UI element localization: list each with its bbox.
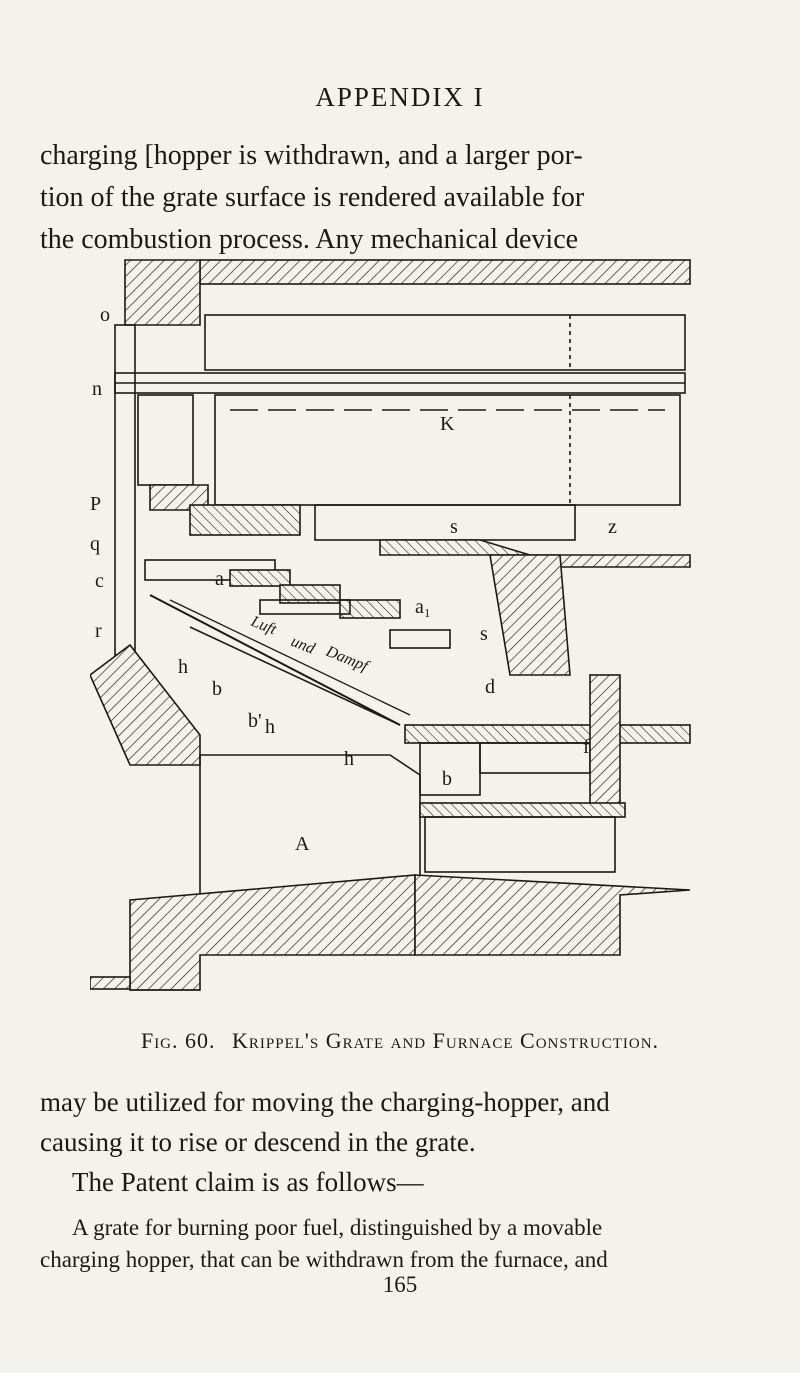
running-head: APPENDIX I xyxy=(315,82,485,112)
label-s2: s xyxy=(480,623,488,645)
text-line: tion of the grate surface is rendered av… xyxy=(40,182,585,213)
furnace-figure: o K n P q c r s z a a₁ s d f h b b' h h … xyxy=(90,255,710,1015)
left-wall-top xyxy=(124,259,201,326)
label-b2: b xyxy=(442,768,452,790)
paragraph-mid: may be utilized for moving the charging-… xyxy=(40,1082,760,1202)
left-column xyxy=(114,324,136,656)
label-r: r xyxy=(95,620,102,642)
text-line: charging [hopper is withdrawn, and a lar… xyxy=(40,140,583,171)
label-und: und xyxy=(289,633,319,658)
foundation-right xyxy=(414,874,691,956)
page-number: 165 xyxy=(382,1272,418,1297)
label-f: f xyxy=(583,736,590,758)
label-a: a xyxy=(215,568,224,590)
label-b: b xyxy=(212,678,222,700)
label-k: K xyxy=(440,413,455,435)
label-z: z xyxy=(608,516,617,538)
patent-claim: A grate for burning poor fuel, distingui… xyxy=(40,1212,768,1276)
label-d: d xyxy=(485,676,495,698)
label-A: A xyxy=(295,833,310,855)
paragraph-top: charging [hopper is withdrawn, and a lar… xyxy=(40,135,740,261)
figure-labels: o K n P q c r s z a a₁ s d f h b b' h h … xyxy=(90,304,617,855)
label-q: q xyxy=(90,533,100,555)
figure-title: Krippel's Grate and Furnace Construction… xyxy=(232,1028,660,1053)
text-line: The Patent claim is as follows— xyxy=(72,1167,424,1197)
text-line: A grate for burning poor fuel, distingui… xyxy=(72,1215,603,1240)
label-dampf: Dampf xyxy=(323,643,373,676)
label-c: c xyxy=(95,570,104,592)
label-a1: a₁ xyxy=(415,596,431,618)
k-chamber xyxy=(214,394,681,506)
label-h2: h xyxy=(265,716,275,738)
label-luft: Luft xyxy=(248,613,280,639)
label-h: h xyxy=(178,656,188,678)
label-b3: b' xyxy=(248,710,262,732)
boiler-drum-top xyxy=(204,314,686,371)
label-h3: h xyxy=(344,748,354,770)
label-p: P xyxy=(90,493,101,515)
roof-band xyxy=(199,259,691,285)
left-inclined-wall xyxy=(90,643,201,766)
text-line: causing it to rise or descend in the gra… xyxy=(40,1127,476,1157)
text-line: the combustion process. Any mechanical d… xyxy=(40,224,579,255)
label-s: s xyxy=(450,516,458,538)
label-o: o xyxy=(100,304,110,326)
furnace-diagram: o K n P q c r s z a a₁ s d f h b b' h h … xyxy=(90,259,691,991)
figure-caption: Fig. 60. Krippel's Grate and Furnace Con… xyxy=(0,1028,800,1054)
figure-number: Fig. 60. xyxy=(140,1028,216,1053)
label-n: n xyxy=(92,378,102,400)
text-line: may be utilized for moving the charging-… xyxy=(40,1087,610,1117)
text-line: charging hopper, that can be withdrawn f… xyxy=(40,1247,608,1272)
foundation-left xyxy=(129,874,416,991)
